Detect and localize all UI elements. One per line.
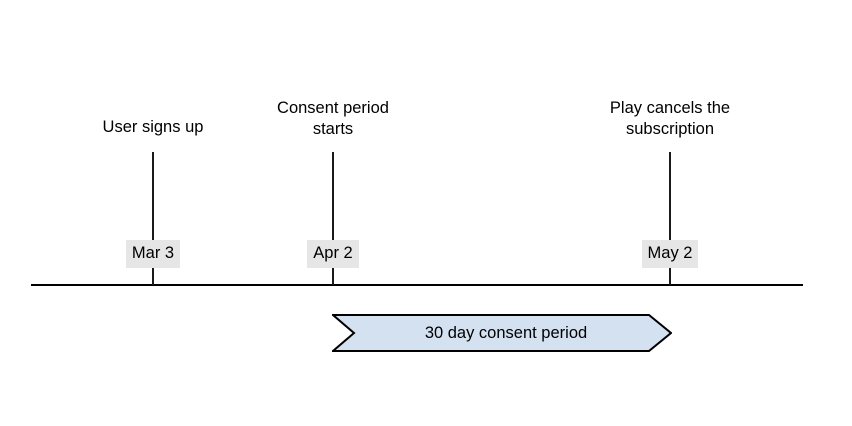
milestone-date-chip: Apr 2	[243, 240, 423, 268]
milestone-caption: Play cancels the subscription	[609, 99, 731, 138]
banner-label: 30 day consent period	[424, 323, 588, 342]
ribbon-arrow-shape	[332, 314, 672, 352]
milestone-date-chip: May 2	[580, 240, 760, 268]
ribbon-polygon	[332, 314, 672, 352]
milestone-date-label: Apr 2	[307, 240, 359, 268]
milestone-tick-line	[332, 152, 334, 285]
milestone-caption: Consent period starts	[277, 99, 389, 138]
milestone-date-chip: Mar 3	[63, 240, 243, 268]
milestone-date-label: Mar 3	[125, 240, 181, 268]
milestone-tick-line	[669, 152, 671, 285]
milestone-tick-line	[152, 152, 154, 285]
consent-period-banner: 30 day consent period	[332, 314, 672, 352]
milestone-caption: User signs up	[102, 118, 204, 136]
milestone-date-label: May 2	[641, 240, 699, 268]
timeline-axis	[31, 284, 803, 286]
